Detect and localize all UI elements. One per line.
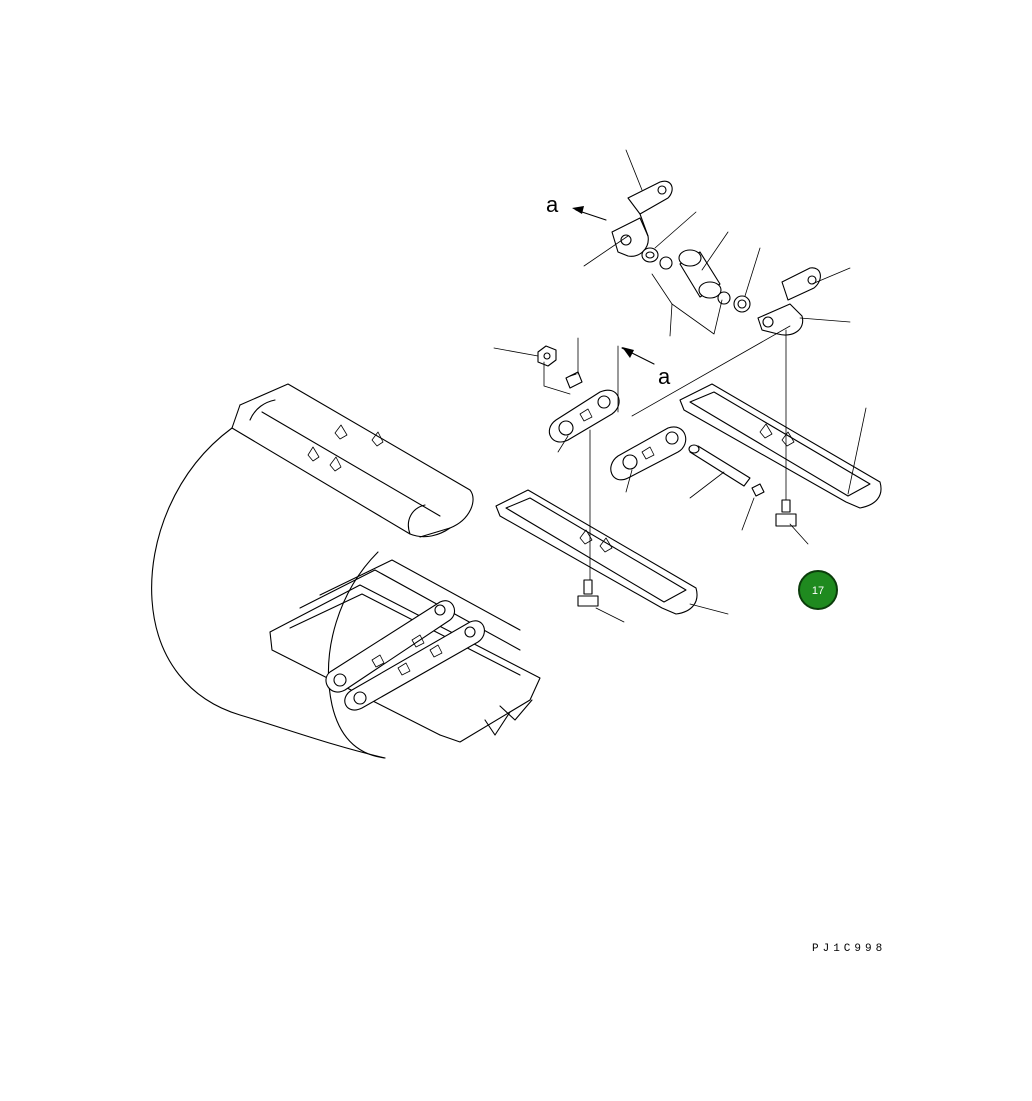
master-link-half-right [757,267,821,336]
spacer-small-left [659,256,673,270]
track-assembly [151,383,541,759]
shoe-bolt-center [577,579,599,607]
spacer-small-right [717,291,731,305]
bolt-short [565,371,583,389]
lower-track-shoes [269,559,541,743]
bushing [678,249,722,299]
seal-ring-left [641,247,659,263]
leader-lines [493,149,867,623]
master-link-left [548,389,620,443]
view-arrow-middle: a [621,347,671,389]
view-label-top: a [546,192,559,217]
master-link-right [610,426,687,481]
track-pin [688,444,751,487]
view-label-middle: a [658,364,671,389]
drawing-code: PJ1C998 [812,943,886,955]
badge-number: 17 [812,585,824,597]
view-arrow-top: a [546,192,607,221]
shoe-bolt-right [775,499,797,527]
pin-spacer [751,483,765,497]
track-shoe-right [679,383,882,509]
master-link-half-top [611,180,673,257]
item-number-badge[interactable]: 17 [798,570,838,610]
nut [537,345,557,367]
seal-ring-right [733,295,751,313]
track-shoe-center [495,489,698,615]
upper-track-shoes [231,383,474,538]
